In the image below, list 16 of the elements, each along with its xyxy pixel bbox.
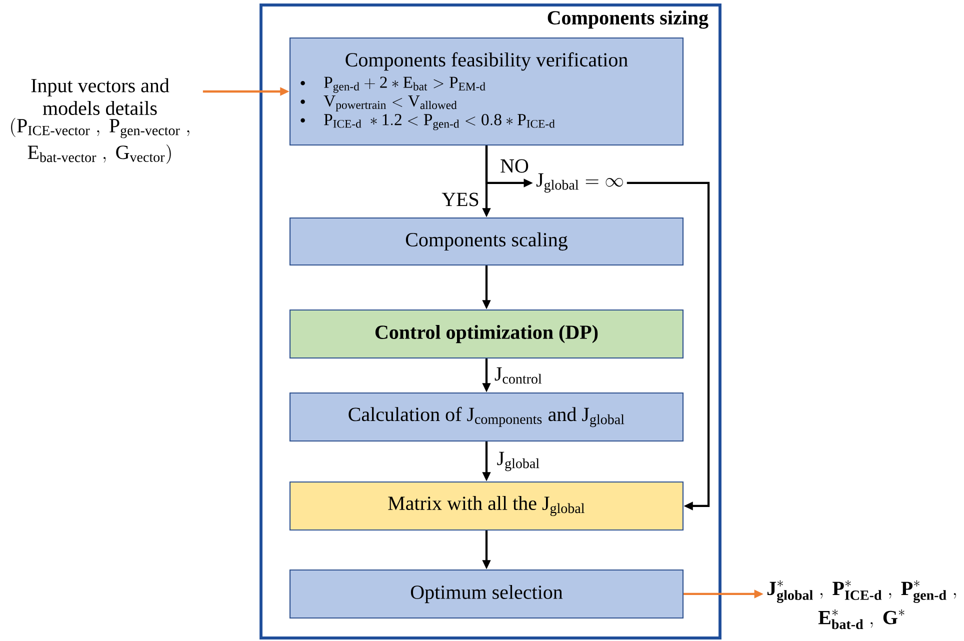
edge-label: $\mathrm{J_{global}}$ (495, 450, 542, 472)
process-box: $\text{Calculation of }\mathrm{J_{components}}\text{ and }\mathrm{J_{global}}$ (289, 392, 684, 442)
frame-heading: Components sizing (548, 10, 708, 29)
edge-label: NO (498, 158, 530, 174)
edge-label: YES (440, 191, 481, 208)
process-box: Components scaling (289, 217, 684, 266)
process-box: Components feasibility verification $\mathrm{P_{gen\text{-}d} + 2 * E_{bat} > P_{EM\text{-}d}}$ $\mathrm{V_{powertrain} < V_{allowed}}$ $\mathrm{P_{ICE\text{-}d}\ *1.2 < P_{gen\text{-}d} < 0.8 * P_{ICE\text{-}d}}$ (289, 37, 684, 146)
frame-box (260, 4, 722, 640)
output-text: $\begin{gathered}\mathbf{J^{*}_{global}\ ,\ P^{*}_{ICE\text{-}d}\ ,\ P^{*}_{gen\text{-}d}\ ,}\\ \mathbf{E^{*}_{bat\text{-}d}\ ,\ G^{*}}\end{gathered}$ (767, 580, 956, 630)
process-box: Optimum selection (289, 569, 684, 619)
process-box: $\text{Matrix with all the }\mathrm{J_{global}}$ (289, 481, 684, 531)
process-box: Control optimization (DP) (289, 309, 684, 359)
result-text: $\mathrm{J_{global}} = \infty$ (536, 173, 623, 193)
input-text: Input vectors and models details $\begin{gathered}\mathrm{(P_{ICE\text{-}vector}\ ,\ P_{gen\text{-}vector}\ ,}\\ \mathrm{E_{bat\text{-}vector}\ ,\ G_{vector})}\end{gathered}$ (11, 78, 190, 164)
arrow (626, 182, 710, 510)
edge-label: $\mathrm{J_{control}}$ (493, 366, 544, 385)
